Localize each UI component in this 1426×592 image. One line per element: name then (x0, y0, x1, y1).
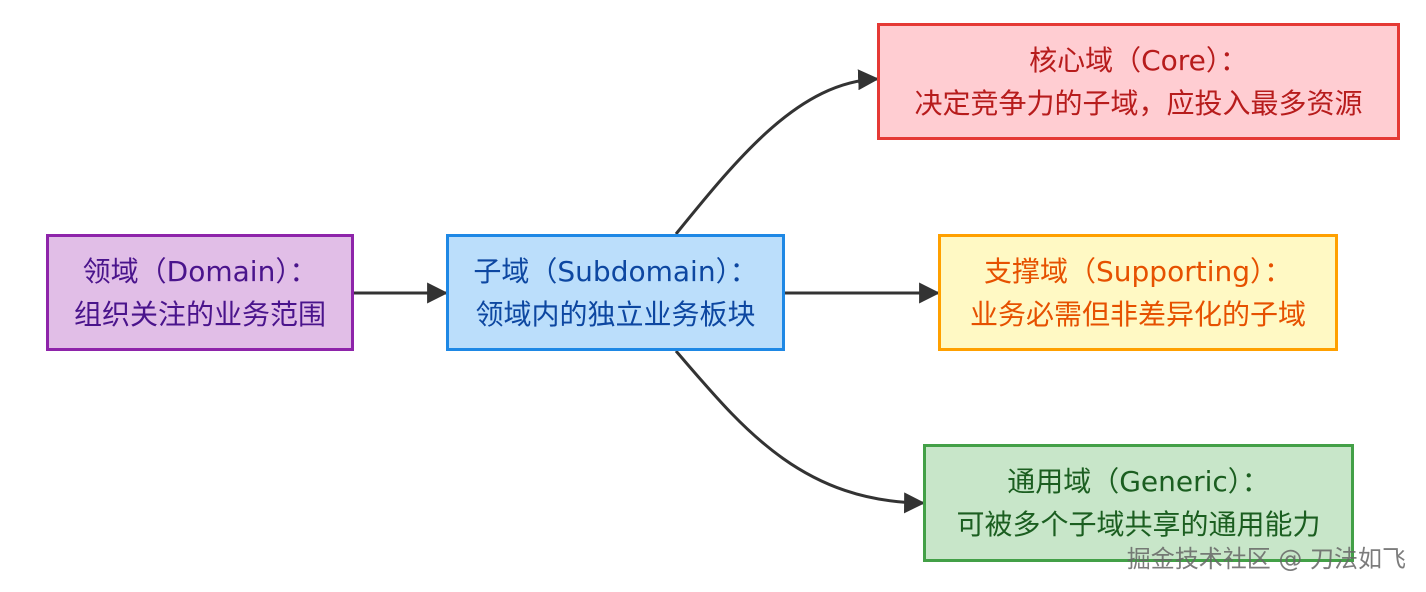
subdomain-description: 领域内的独立业务板块 (475, 297, 756, 331)
supporting-domain-node: 支撑域（Supporting）： 业务必需但非差异化的子域 (938, 234, 1338, 351)
watermark: 掘金技术社区 @ 刀法如飞 (1126, 545, 1406, 573)
domain-description: 组织关注的业务范围 (73, 297, 326, 331)
subdomain-title: 子域（Subdomain）： (473, 254, 758, 288)
core-domain-description: 决定竞争力的子域，应投入最多资源 (914, 86, 1363, 120)
edge-subdomain-to-core (674, 69, 880, 235)
generic-domain-description: 可被多个子域共享的通用能力 (956, 508, 1321, 541)
core-domain-node: 核心域（Core）： 决定竞争力的子域，应投入最多资源 (877, 23, 1400, 140)
core-domain-title: 核心域（Core）： (1029, 43, 1248, 77)
generic-domain-node: 通用域（Generic）： 可被多个子域共享的通用能力 (923, 444, 1354, 562)
supporting-domain-title: 支撑域（Supporting）： (984, 254, 1292, 288)
domain-title: 领域（Domain）： (82, 254, 318, 288)
edge-subdomain-to-generic (674, 350, 926, 514)
subdomain-node: 子域（Subdomain）： 领域内的独立业务板块 (446, 234, 785, 351)
supporting-domain-description: 业务必需但非差异化的子域 (969, 297, 1306, 331)
generic-domain-title: 通用域（Generic）： (1007, 465, 1270, 498)
domain-node: 领域（Domain）： 组织关注的业务范围 (46, 234, 354, 351)
